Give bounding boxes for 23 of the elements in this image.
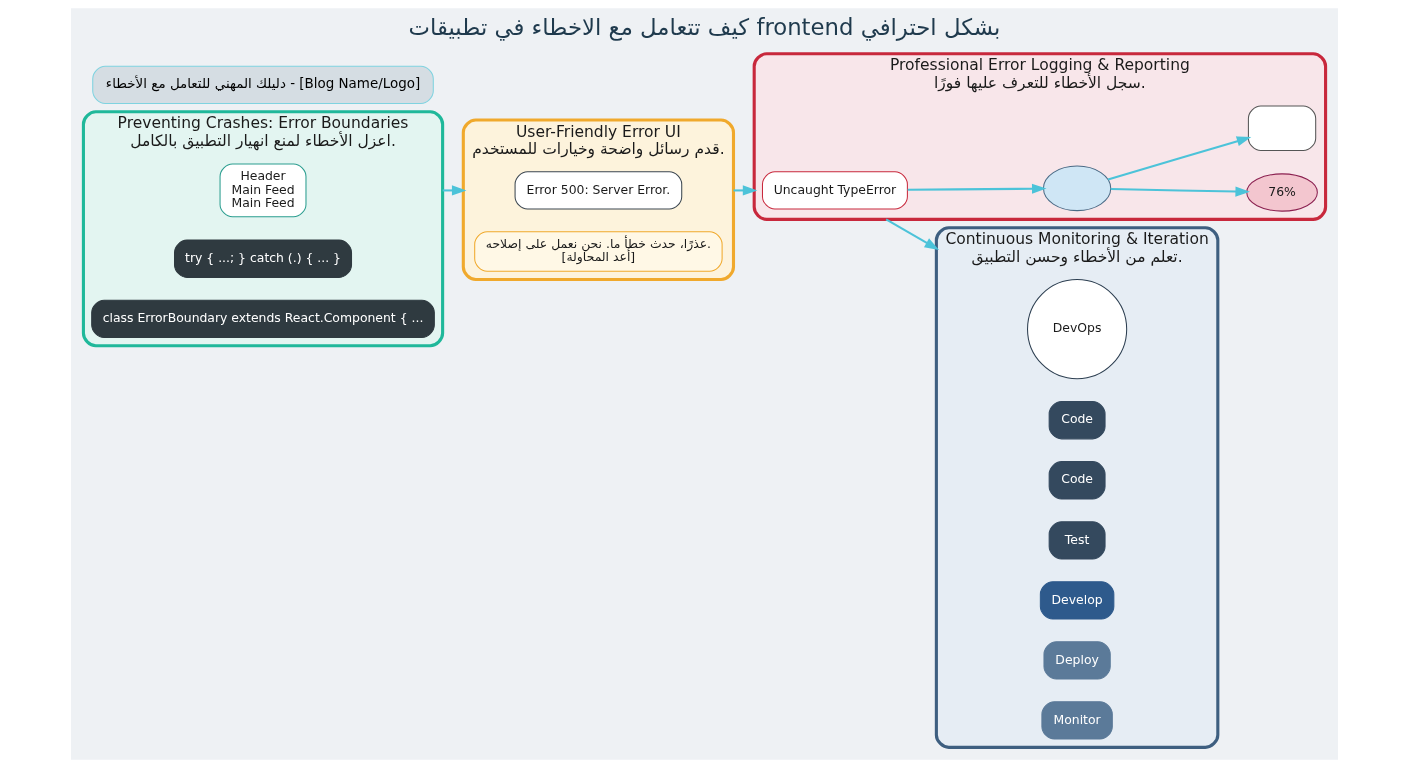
- node-box: عذرًا، حدث خطأ ما. نحن نعمل على إصلاحه. [أعد المحاولة]: [473, 231, 723, 272]
- arrow: [733, 185, 757, 196]
- diagram-title: كيف تتعامل مع الاخطاء في تطبيقات frontend بشكل احترافي: [408, 13, 1000, 40]
- node-box: class ErrorBoundary extends React.Component { ...: [90, 299, 435, 338]
- node-box: Monitor: [1040, 701, 1113, 740]
- node-box: Test: [1048, 521, 1106, 560]
- node-box: Error 500: Server Error.: [514, 171, 682, 210]
- arrow: [1110, 186, 1250, 197]
- node-box: Deploy: [1042, 641, 1111, 680]
- arrow: [907, 183, 1046, 194]
- node-box: Code: [1048, 401, 1106, 440]
- arrow: [1107, 136, 1251, 181]
- node-circle: DevOps: [1026, 279, 1127, 380]
- node-box: [1247, 105, 1316, 152]
- caption: دليلك المهني للتعامل مع الأخطاء - [Blog Name/Logo]: [105, 76, 420, 92]
- node-box: Develop: [1039, 581, 1114, 620]
- node-box: try { ...; } catch (.) { ... }: [173, 239, 352, 278]
- node-box: Uncaught TypeError: [761, 171, 908, 210]
- node-box: Code: [1048, 461, 1106, 500]
- node-cloud: [1042, 165, 1111, 212]
- arrow: [885, 218, 939, 250]
- node-ellipse: 76%: [1245, 173, 1318, 212]
- node-box: Header Main Feed Main Feed: [219, 163, 306, 218]
